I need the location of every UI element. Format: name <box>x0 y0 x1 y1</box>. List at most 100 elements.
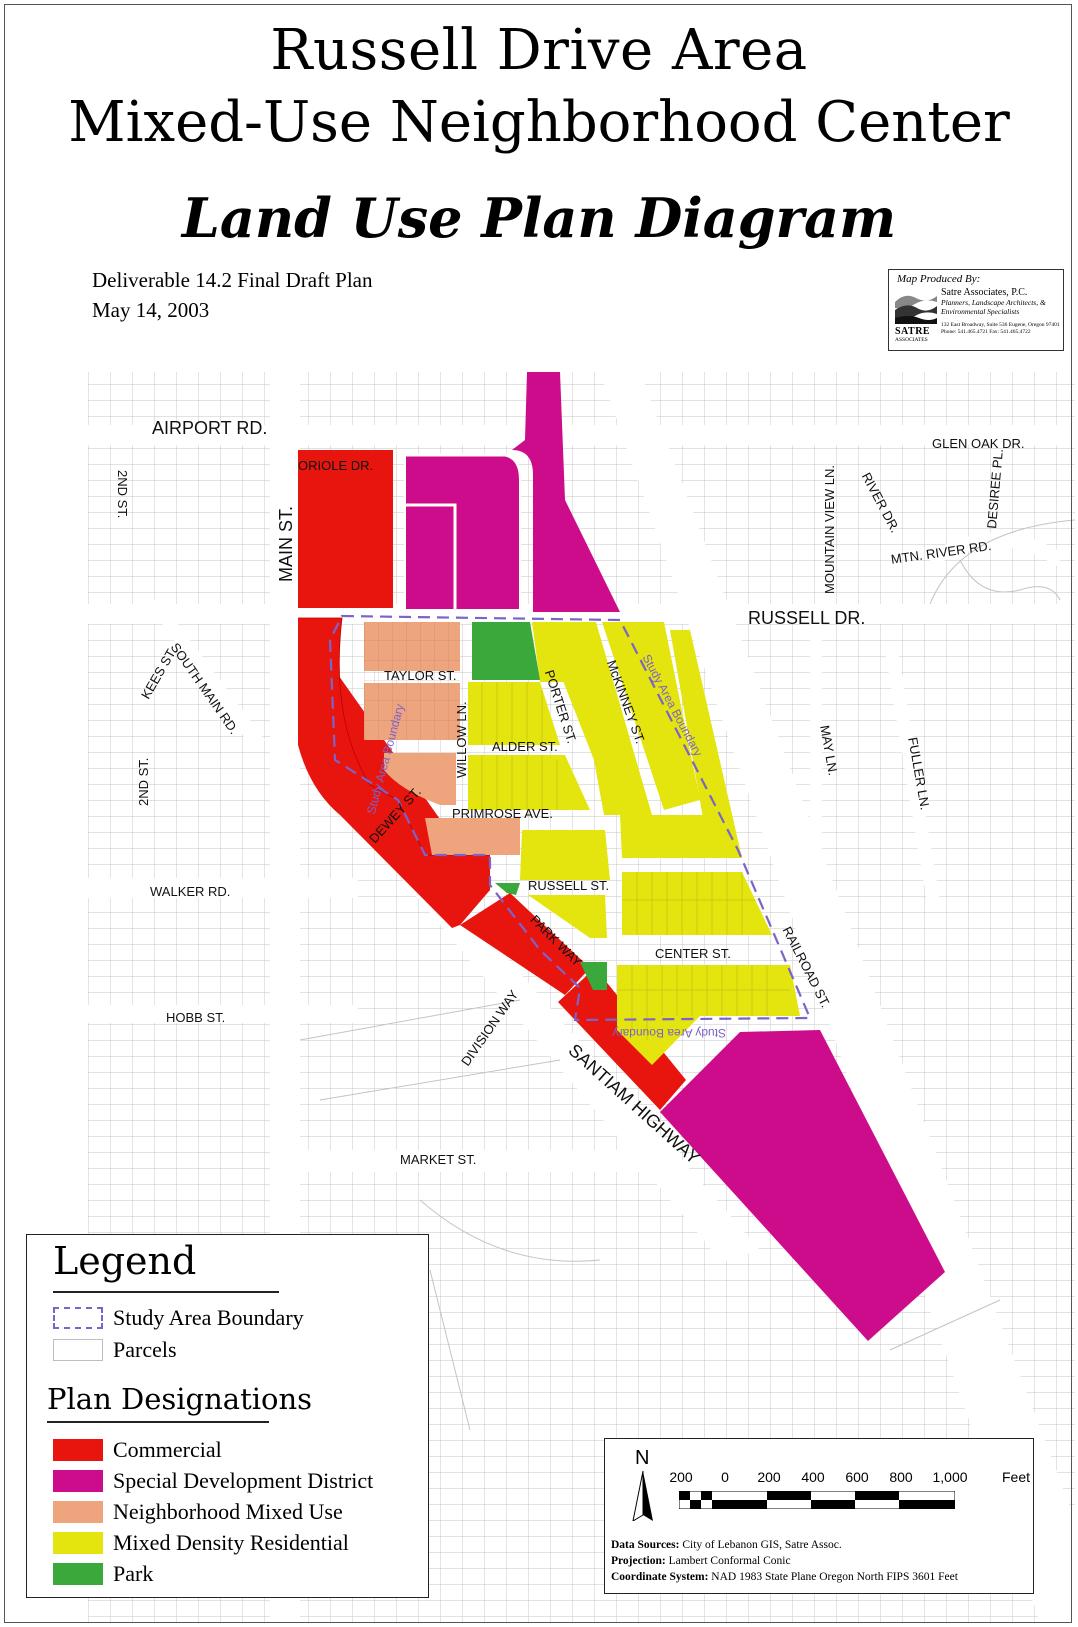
legend-swatch-parcels <box>53 1339 103 1361</box>
market-st-corridor <box>300 1150 680 1172</box>
road-label-center-st: CENTER ST. <box>655 946 731 961</box>
legend-label-special-development: Special Development District <box>113 1468 374 1493</box>
credit-logo-subtext: ASSOCIATES <box>895 337 928 343</box>
mdr-parcel-northeast <box>620 815 742 858</box>
projection-line: Projection: Lambert Conformal Conic <box>611 1555 791 1567</box>
road-label-market-st: MARKET ST. <box>400 1152 477 1167</box>
road-label-hobb-st: HOBB ST. <box>166 1010 226 1025</box>
road-label-airport-rd: AIRPORT RD. <box>152 418 268 438</box>
mdr-parcel-russell <box>520 830 610 880</box>
legend-swatch-park <box>53 1563 103 1585</box>
legend-label-park: Park <box>113 1561 154 1586</box>
legend-label-boundary: Study Area Boundary <box>113 1305 304 1330</box>
study-area-label-south: Study Area Boundary <box>612 1026 726 1040</box>
map-subtitle: Land Use Plan Diagram <box>181 186 897 250</box>
road-label-alder-st: ALDER ST. <box>492 739 558 754</box>
mdr-parcel-porter <box>540 622 652 815</box>
scale-tick-1: 0 <box>721 1469 729 1485</box>
credit-logo-text: SATRE <box>895 326 931 337</box>
road-label-2nd-st-north: 2ND ST. <box>115 470 130 519</box>
legend-swatch-neighborhood-mixed-use <box>53 1501 103 1523</box>
park-district <box>472 622 607 990</box>
legend-swatch-special-development <box>53 1470 103 1492</box>
sdd-parcel-east <box>512 372 620 612</box>
park-north <box>472 622 540 680</box>
legend-title-underline <box>53 1291 279 1293</box>
road-label-oriole-dr: ORIOLE DR. <box>298 458 374 473</box>
producer-credit-box: Map Produced By: SATRE ASSOCIATES Satre … <box>888 269 1064 351</box>
legend-label-parcels: Parcels <box>113 1337 177 1362</box>
commercial-parcel-oriole <box>298 450 393 608</box>
road-label-mountain-view-ln: MOUNTAIN VIEW LN. <box>822 464 837 594</box>
may-ln-corridor <box>810 620 822 920</box>
nmu-parcel-primrose <box>425 818 520 855</box>
scale-tick-0: 200 <box>669 1469 693 1485</box>
map-title-line-1: Russell Drive Area <box>270 18 808 83</box>
map-title-line-2: Mixed-Use Neighborhood Center <box>68 90 1010 155</box>
south-main-rd-corridor <box>145 600 265 748</box>
legend-label-commercial: Commercial <box>113 1437 222 1462</box>
road-label-primrose-ave: PRIMROSE AVE. <box>452 806 553 821</box>
road-label-glen-oak-dr: GLEN OAK DR. <box>932 436 1025 451</box>
fuller-ln-corridor <box>885 650 940 902</box>
coordinate-system-value: NAD 1983 State Plane Oregon North FIPS 3… <box>711 1571 958 1583</box>
nmu-parcel-willow <box>384 753 456 805</box>
road-label-walker-rd: WALKER RD. <box>150 884 231 899</box>
park-central <box>495 883 520 895</box>
road-label-2nd-st-south: 2ND ST. <box>136 757 151 806</box>
scale-tick-3: 400 <box>801 1469 825 1485</box>
mdr-parcel-alder-south <box>468 755 590 810</box>
sdd-parcel-south <box>660 1030 945 1341</box>
credit-tagline: Planners, Landscape Architects, & Enviro… <box>941 298 1046 316</box>
road-label-russell-st: RUSSELL ST. <box>528 878 610 893</box>
scale-unit: Feet <box>1002 1469 1031 1485</box>
legend-swatch-commercial <box>53 1439 103 1461</box>
legend-designations-underline <box>47 1421 269 1423</box>
mdr-parcel-east-strip <box>670 630 742 858</box>
data-sources-value: City of Lebanon GIS, Satre Assoc. <box>682 1539 842 1551</box>
railroad-corridor <box>600 372 1075 1622</box>
north-label: N <box>635 1447 650 1469</box>
scale-and-sources-box: N 200 0 200 400 600 800 1,000 Feet Data … <box>604 1438 1034 1594</box>
mdr-parcel-parkway <box>528 895 607 938</box>
scale-tick-6: 1,000 <box>932 1469 968 1485</box>
credit-address: 132 East Broadway, Suite 536 Eugene, Ore… <box>941 322 1060 335</box>
legend-label-neighborhood-mixed-use: Neighborhood Mixed Use <box>113 1499 343 1524</box>
commercial-parcel-east <box>558 968 686 1110</box>
data-sources-line: Data Sources: City of Lebanon GIS, Satre… <box>611 1539 842 1551</box>
scale-tick-2: 200 <box>757 1469 781 1485</box>
scale-tick-4: 600 <box>845 1469 869 1485</box>
hobb-st-corridor <box>88 1005 358 1023</box>
legend-panel: Legend Study Area Boundary Parcels Plan … <box>26 1234 429 1598</box>
legend-label-mixed-density-residential: Mixed Density Residential <box>113 1530 349 1555</box>
legend-designations-title: Plan Designations <box>47 1382 313 1416</box>
commercial-parcel-central <box>460 893 590 995</box>
data-sources-label: Data Sources: <box>611 1539 680 1551</box>
mdr-parcel-alder-north <box>468 682 560 745</box>
special-development-district <box>404 372 945 1341</box>
scale-bar <box>679 1491 955 1509</box>
plan-date: May 14, 2003 <box>92 298 210 322</box>
scale-tick-5: 800 <box>889 1469 913 1485</box>
mdr-parcel-mckinney <box>602 622 700 810</box>
neighborhood-mixed-use-district <box>364 622 520 855</box>
projection-label: Projection: <box>611 1555 666 1567</box>
projection-value: Lambert Conformal Conic <box>668 1555 791 1567</box>
sdd-parcel-west <box>404 504 456 611</box>
mixed-density-residential-district <box>468 622 800 1065</box>
credit-heading: Map Produced By: <box>897 273 981 285</box>
mtn-river-corridor <box>926 533 1064 567</box>
road-label-willow-ln: WILLOW LN. <box>454 701 469 778</box>
north-arrow-icon <box>632 1471 653 1521</box>
satre-logo-icon <box>895 288 937 324</box>
walker-rd-corridor <box>88 878 358 898</box>
credit-firm: Satre Associates, P.C. <box>941 287 1028 298</box>
road-label-main-st: MAIN ST. <box>276 505 296 582</box>
coordinate-system-line: Coordinate System: NAD 1983 State Plane … <box>611 1571 958 1583</box>
road-label-taylor-st: TAYLOR ST. <box>384 668 457 683</box>
coordinate-system-label: Coordinate System: <box>611 1571 709 1583</box>
legend-swatch-mixed-density-residential <box>53 1532 103 1554</box>
deliverable-label: Deliverable 14.2 Final Draft Plan <box>92 268 373 292</box>
road-label-russell-dr: RUSSELL DR. <box>748 608 866 628</box>
